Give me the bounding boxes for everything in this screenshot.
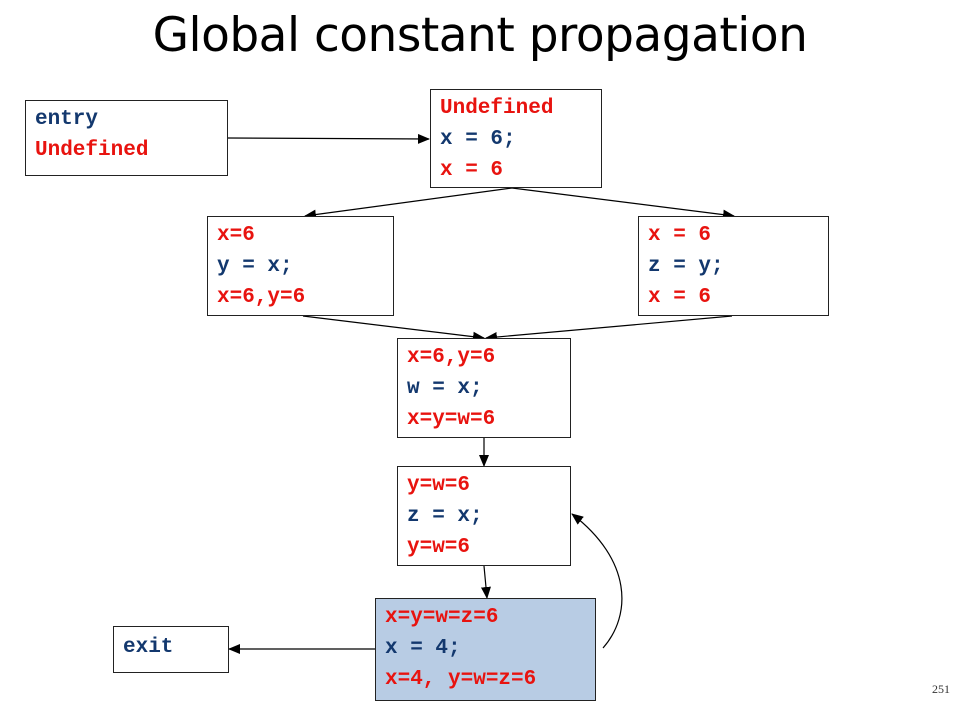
block-node-6: x=y=w=z=6 x = 4; x=4, y=w=z=6: [375, 598, 596, 701]
code-statement: x = 6;: [440, 128, 516, 151]
dataflow-fact: x=y=w=z=6: [385, 606, 499, 629]
edge-n5-n6: [480, 565, 491, 599]
code-statement: z = x;: [407, 505, 483, 528]
dataflow-fact: x = 6: [648, 286, 712, 309]
block-node-5: y=w=6 z = x; y=w=6: [397, 466, 571, 566]
page-title: Global constant propagation: [152, 8, 808, 63]
code-statement: z = y;: [648, 255, 724, 278]
page-number: 251: [932, 682, 950, 696]
dataflow-fact: Undefined: [35, 139, 149, 162]
dataflow-fact: y=w=6: [407, 536, 471, 559]
block-node-4: x=6,y=6 w = x; x=y=w=6: [397, 338, 571, 438]
block-node-1: Undefined x = 6; x = 6: [430, 89, 602, 188]
dataflow-fact: y=w=6: [407, 474, 471, 497]
code-statement: exit: [123, 636, 174, 659]
dataflow-fact: x=y=w=6: [407, 408, 496, 431]
dataflow-fact: x=6,y=6: [217, 286, 306, 309]
edge-n3-n4: [485, 315, 733, 343]
dataflow-fact: x=6: [217, 224, 255, 247]
dataflow-fact: x = 6: [648, 224, 712, 247]
code-statement: y = x;: [217, 255, 293, 278]
dataflow-fact: x=4, y=w=z=6: [385, 668, 537, 691]
dataflow-fact: x = 6: [440, 159, 504, 182]
code-statement: w = x;: [407, 377, 483, 400]
code-statement: x = 4;: [385, 637, 461, 660]
exit-node: exit: [113, 626, 229, 673]
edge-n1-n2: [304, 187, 513, 220]
code-statement: entry: [35, 108, 99, 131]
edge-n2-n4: [302, 315, 485, 342]
block-node-3: x = 6 z = y; x = 6: [638, 216, 829, 316]
block-node-2: x=6 y = x; x=6,y=6: [207, 216, 394, 316]
edge-n1-n3: [511, 187, 735, 220]
dataflow-fact: x=6,y=6: [407, 346, 496, 369]
dataflow-fact: Undefined: [440, 97, 554, 120]
edge-entry-n1: [227, 133, 430, 144]
